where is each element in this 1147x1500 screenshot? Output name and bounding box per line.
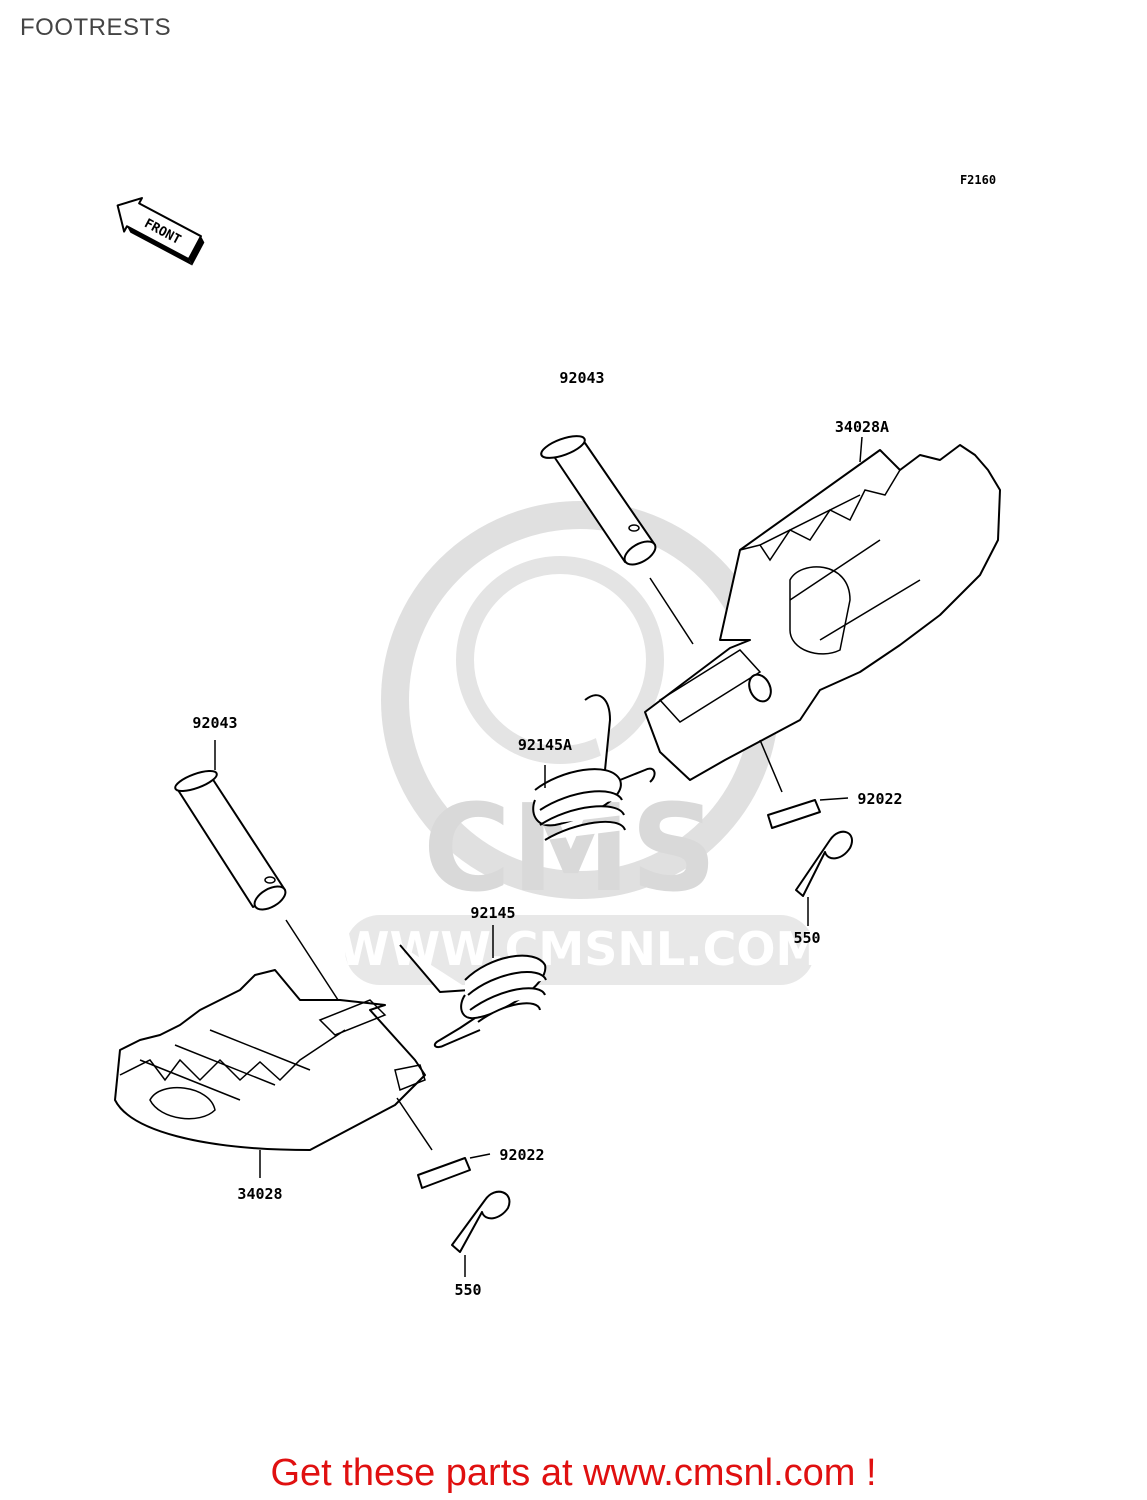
part-number: 92043 — [192, 714, 237, 732]
figure-code: F2160 — [960, 173, 996, 187]
part-number: 550 — [454, 1281, 481, 1299]
cotter-lower — [451, 1190, 511, 1253]
part-number: 34028 — [237, 1185, 282, 1203]
spring-right — [532, 694, 656, 841]
part-number: 92145A — [518, 736, 572, 754]
page-title: FOOTRESTS — [20, 14, 172, 41]
front-arrow-icon: FRONT — [116, 197, 205, 266]
footrest-left — [114, 969, 426, 1151]
part-number: 92043 — [559, 369, 604, 387]
washer-upper — [767, 799, 821, 829]
cotter-upper — [795, 830, 853, 897]
part-number: 92022 — [499, 1146, 544, 1164]
pin-lower — [174, 770, 287, 911]
pin-upper — [540, 435, 657, 566]
footrest-right — [644, 444, 1001, 781]
part-number: 34028A — [835, 418, 889, 436]
washer-lower — [417, 1157, 471, 1189]
part-number: 92145 — [470, 904, 515, 922]
part-number: 92022 — [857, 790, 902, 808]
spring-left — [399, 944, 547, 1049]
part-number: 550 — [793, 929, 820, 947]
footer-link[interactable]: Get these parts at www.cmsnl.com ! — [270, 1452, 877, 1494]
watermark-url: WWW.CMSNL.COM — [339, 922, 822, 976]
